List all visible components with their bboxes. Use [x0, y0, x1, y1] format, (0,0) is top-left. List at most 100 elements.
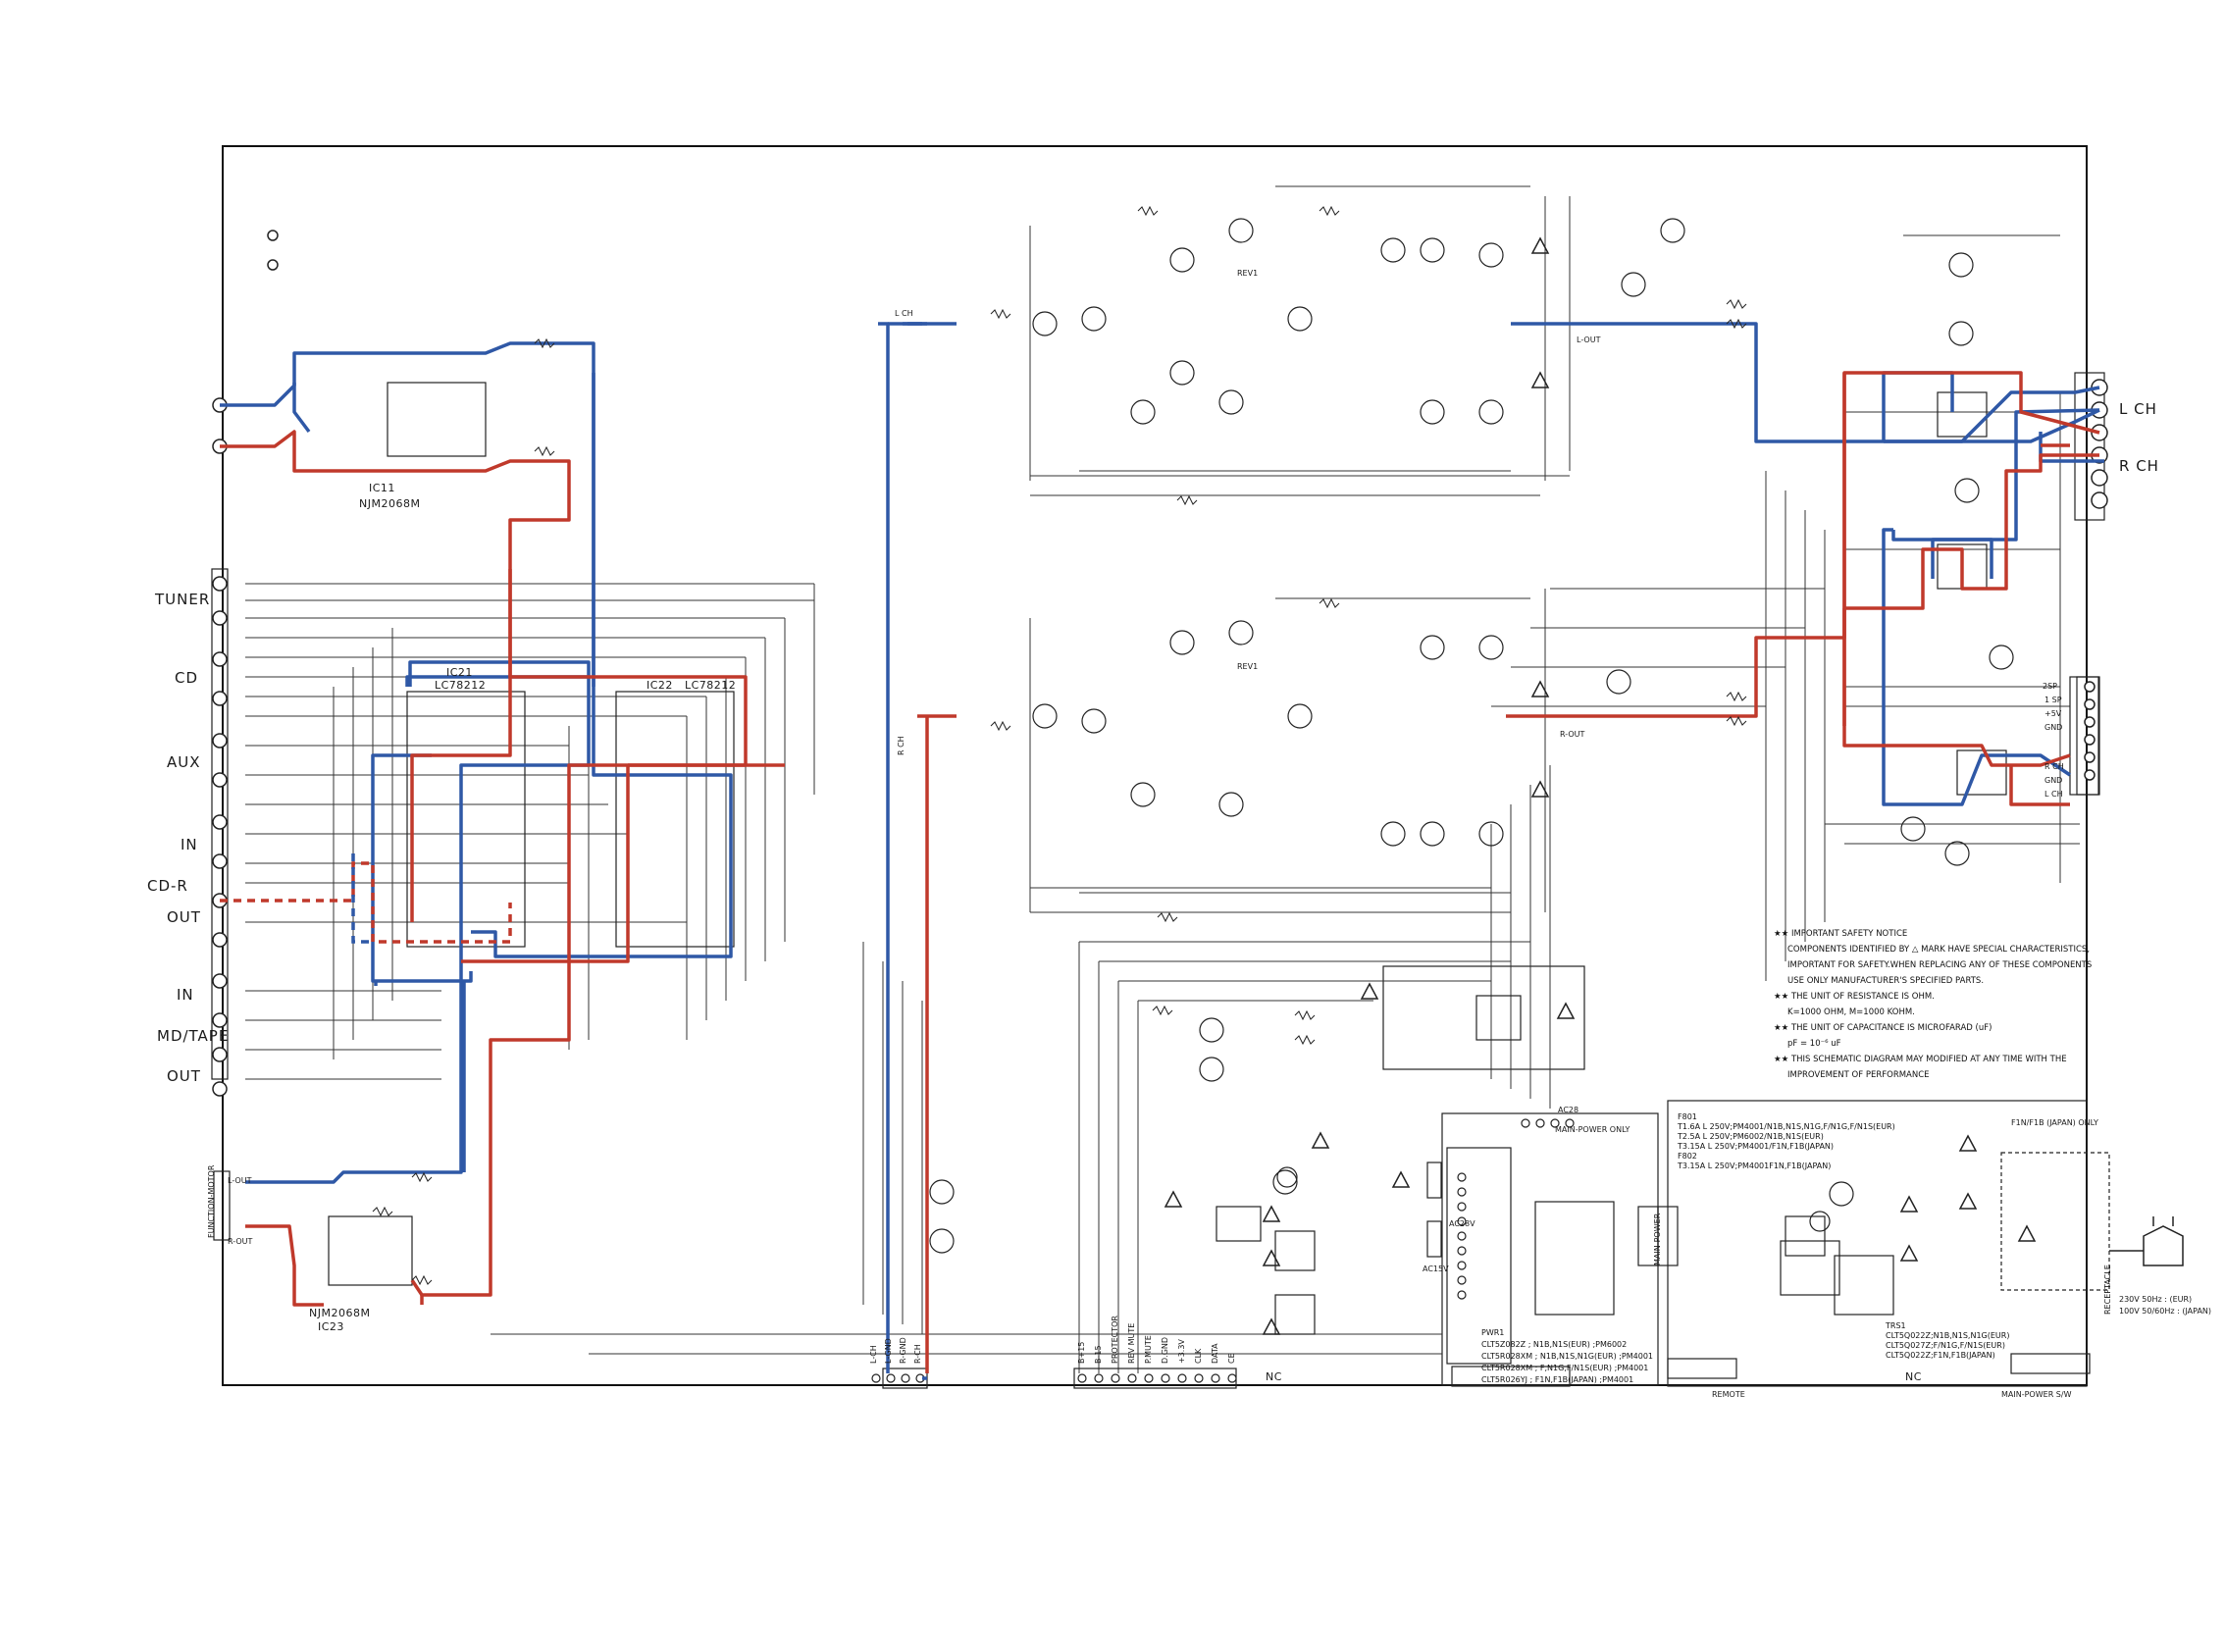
label-l-out: L-OUT: [228, 1176, 252, 1185]
label-ctrl-b15n: B-15: [1094, 1345, 1103, 1364]
fuse-line: T3.15A L 250V;PM4001/F1N,F1B(JAPAN): [1678, 1142, 1835, 1151]
schematic-border: [222, 145, 2088, 1386]
label-r-out-amp: R-OUT: [1560, 730, 1585, 739]
label-tuner: TUNER: [155, 591, 211, 608]
label-mains-eur: 230V 50Hz : (EUR): [2119, 1295, 2193, 1304]
label-gnd-1: GND: [2044, 723, 2063, 732]
label-cdr-in: IN: [181, 836, 198, 853]
pwr1-block: PWR1 CLT5Z082Z ; N1B,N1S(EUR) ;PM6002 CL…: [1481, 1327, 1653, 1386]
trs1-block: TRS1 CLT5Q022Z;N1B,N1S,N1G(EUR) CLT5Q027…: [1886, 1321, 2009, 1361]
label-pin-l-ch: L-CH: [869, 1345, 878, 1364]
note-line: IMPORTANT FOR SAFETY.WHEN REPLACING ANY …: [1787, 960, 2093, 970]
label-pin-l-gnd: L-GND: [884, 1338, 893, 1364]
label-pin-r-gnd: R-GND: [899, 1337, 907, 1364]
resistors: [372, 205, 1747, 1286]
label-ic11: IC11: [369, 482, 395, 494]
fuse-line: T3.15A L 250V;PM4001F1N,F1B(JAPAN): [1678, 1162, 1832, 1170]
fuse-line: F801: [1678, 1112, 1697, 1121]
label-ac28: AC28: [1558, 1106, 1579, 1114]
label-njm-bottom: NJM2068M: [309, 1307, 371, 1319]
signal-path-lch: [220, 322, 2104, 1380]
label-r-out: R-OUT: [228, 1237, 253, 1246]
label-nc-2: NC: [1905, 1370, 1922, 1383]
label-cdr: CD-R: [147, 877, 188, 895]
label-ctrl-clk: CLK: [1194, 1348, 1203, 1364]
label-lc-a: LC78212: [435, 679, 487, 692]
label-ctrl-protector: PROTECTOR: [1111, 1316, 1119, 1364]
label-rch-in: R CH: [897, 736, 906, 755]
label-gnd-2: GND: [2044, 776, 2063, 785]
label-lch-small: L CH: [2044, 790, 2063, 799]
label-aux: AUX: [167, 753, 201, 771]
pwr1-title: PWR1: [1481, 1328, 1505, 1337]
fuse-line: T1.6A L 250V;PM4001/N1B,N1S,N1G,F/N1G,F/…: [1678, 1122, 1895, 1131]
label-md-in: IN: [177, 986, 194, 1004]
note-line: IMPROVEMENT OF PERFORMANCE: [1787, 1070, 1930, 1080]
label-5v: +5V: [2044, 709, 2062, 718]
fuse-line: F802: [1678, 1152, 1697, 1161]
label-ctrl-d-gnd: D.GND: [1161, 1336, 1169, 1364]
label-md-out: OUT: [167, 1067, 201, 1085]
note-line: USE ONLY MANUFACTURER'S SPECIFIED PARTS.: [1787, 976, 1985, 986]
note-line: ★★ THIS SCHEMATIC DIAGRAM MAY MODIFIED A…: [1774, 1055, 2067, 1064]
label-njm-top: NJM2068M: [359, 497, 421, 510]
label-ic23: IC23: [318, 1320, 344, 1333]
label-function-motor: FUNCTION-MOTOR: [207, 1164, 216, 1238]
wiring-lines: [245, 185, 2080, 1373]
label-speaker-rch: R CH: [2119, 457, 2159, 475]
label-2sp: 2SP: [2043, 682, 2057, 691]
label-speaker-lch: L CH: [2119, 400, 2157, 418]
trs-line: CLT5Q022Z;N1B,N1S,N1G(EUR): [1886, 1331, 2010, 1340]
label-1sp: 1 SP: [2044, 696, 2062, 704]
transistors: [929, 218, 2014, 1254]
label-lch-in: L CH: [895, 309, 913, 318]
label-mains-jp: 100V 50/60Hz : (JAPAN): [2119, 1307, 2212, 1316]
label-main-power-sw: MAIN-POWER S/W: [2001, 1390, 2072, 1399]
label-cd: CD: [175, 669, 199, 687]
label-ctrl-p-mute: P.MUTE: [1144, 1335, 1153, 1364]
label-rch-small: R CH: [2044, 762, 2064, 771]
speaker-terminals: [2084, 379, 2108, 781]
label-remote: REMOTE: [1712, 1390, 1745, 1399]
signal-path-rch-dashed: [220, 861, 512, 944]
safety-notes: ★★ IMPORTANT SAFETY NOTICE COMPONENTS ID…: [1774, 926, 2093, 1083]
label-ic21: IC21: [446, 666, 473, 679]
label-ctrl-b15p: B+15: [1077, 1341, 1086, 1364]
label-ctrl-ce: CE: [1227, 1353, 1236, 1364]
note-line: pF = 10⁻⁶ uF: [1787, 1039, 1841, 1049]
note-line: COMPONENTS IDENTIFIED BY △ MARK HAVE SPE…: [1787, 945, 2091, 955]
pwr1-line: CLT5Z082Z ; N1B,N1S(EUR) ;PM6002: [1481, 1340, 1628, 1349]
label-ic22: IC22: [647, 679, 673, 692]
trs-line: TRS1: [1886, 1321, 1906, 1330]
label-receptacle: RECEPTACLE: [2103, 1265, 2112, 1315]
label-rev1-a: REV1: [1237, 269, 1259, 278]
pwr1-line: CLT5R028XM ; N1B,N1S,N1G(EUR) ;PM4001: [1481, 1352, 1654, 1361]
note-line: ★★ THE UNIT OF RESISTANCE IS OHM.: [1774, 992, 1935, 1002]
label-ctrl-rev-mute: REV MUTE: [1127, 1322, 1136, 1364]
warning-triangles: [1164, 236, 2037, 1335]
label-cdr-out: OUT: [167, 908, 201, 926]
signal-path-lch-2: [292, 322, 890, 1373]
trs-line: CLT5Q022Z;F1N,F1B(JAPAN): [1886, 1351, 1995, 1360]
label-ac28v: AC28V: [1449, 1219, 1475, 1228]
label-ac15v: AC15V: [1423, 1265, 1449, 1273]
label-pin-r-ch: R-CH: [913, 1344, 922, 1364]
note-line: ★★ THE UNIT OF CAPACITANCE IS MICROFARAD…: [1774, 1023, 1992, 1033]
label-main-power: MAIN-POWER: [1653, 1213, 1662, 1265]
label-ctrl-data: DATA: [1211, 1343, 1219, 1364]
fuse-line: T2.5A L 250V;PM6002/N1B,N1S(EUR): [1678, 1132, 1824, 1141]
label-md-tape: MD/TAPE: [157, 1027, 230, 1045]
note-line: ★★ IMPORTANT SAFETY NOTICE: [1774, 929, 1908, 939]
psu-frames: [1382, 965, 2110, 1387]
signal-path-lch-dashed: [351, 853, 373, 944]
trs-line: CLT5Q027Z;F/N1G,F/N1S(EUR): [1886, 1341, 2005, 1350]
note-line: K=1000 OHM, M=1000 KOHM.: [1787, 1007, 1915, 1017]
pwr1-line: CLT5R026YJ ; F1N,F1B(JAPAN) ;PM4001: [1481, 1375, 1634, 1384]
signal-path-rch: [220, 371, 2100, 1373]
pwr1-line: CLT5R028XM ; F,N1G,F/N1S(EUR) ;PM4001: [1481, 1364, 1649, 1372]
label-ctrl-33v: +3.3V: [1177, 1339, 1186, 1364]
fuse-list: F801 T1.6A L 250V;PM4001/N1B,N1S,N1G,F/N…: [1678, 1112, 1895, 1171]
connector-pins: [871, 1118, 1575, 1383]
components: [211, 372, 2105, 1389]
